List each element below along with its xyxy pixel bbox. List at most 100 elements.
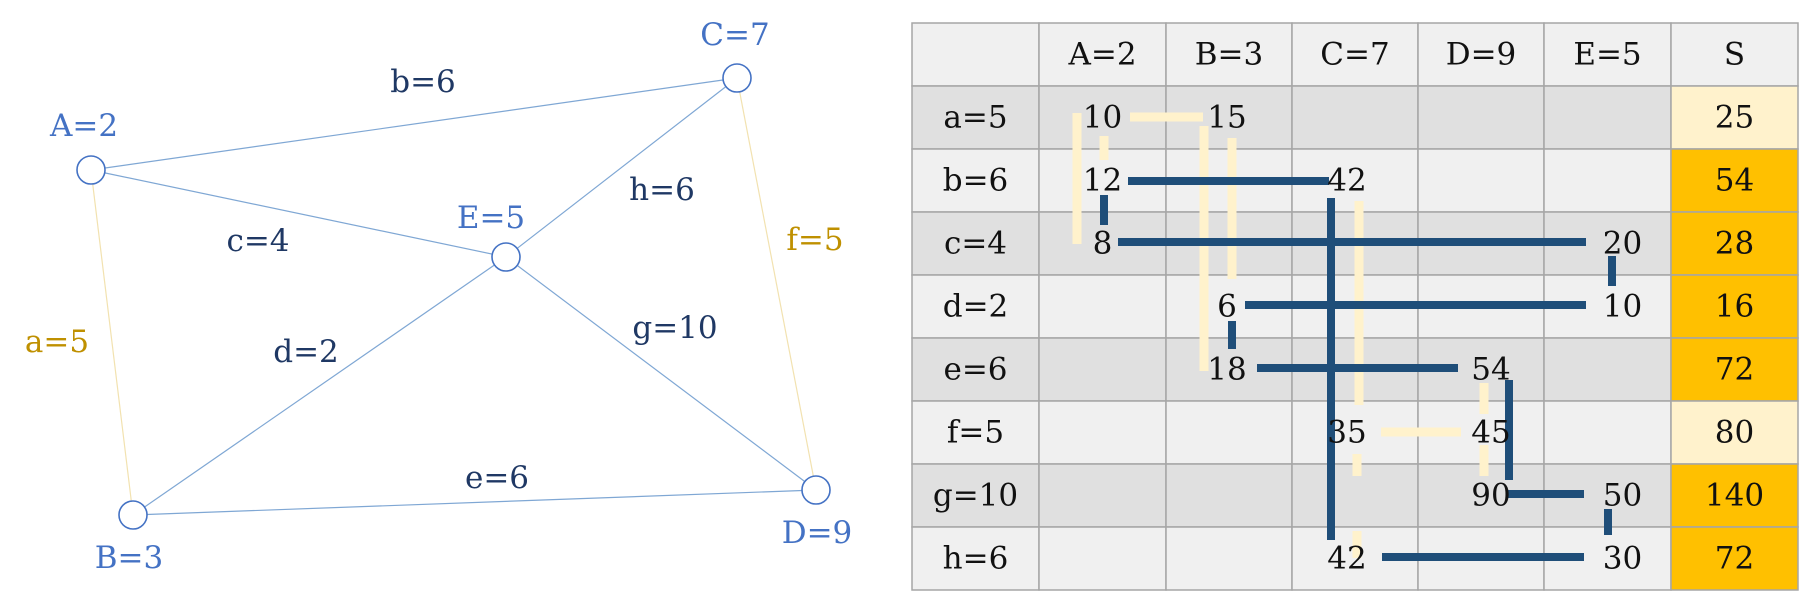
header-cell: [1543, 22, 1672, 87]
column-header: A=2: [1067, 37, 1136, 73]
table-cell: [1417, 85, 1545, 150]
row-label: g=10: [933, 478, 1018, 514]
node-C: [722, 63, 752, 93]
edge-label-f: f=5: [786, 222, 843, 258]
table-value: 42: [1327, 163, 1366, 199]
edge-f: [736, 77, 817, 491]
column-header: D=9: [1446, 37, 1517, 73]
edge-label-h: h=6: [629, 172, 695, 208]
row-label: f=5: [947, 415, 1004, 451]
graph-nodes: [76, 63, 831, 530]
table-cell: [1038, 274, 1167, 339]
table-cell: [1543, 148, 1672, 213]
node-label-C: C=7: [700, 17, 769, 53]
table-cell: [1543, 400, 1672, 465]
edge-label-d: d=2: [273, 334, 339, 370]
table-cell: [1670, 85, 1799, 150]
edge-e: [132, 489, 817, 516]
table-cell: [1543, 337, 1672, 402]
table-value: 8: [1093, 226, 1113, 262]
table-value: 10: [1603, 289, 1642, 325]
table-cell: [1038, 400, 1167, 465]
edge-a: [90, 169, 134, 516]
header-cell: [1670, 22, 1799, 87]
table-value: 6: [1217, 289, 1237, 325]
sum-header: S: [1724, 37, 1745, 73]
table-value: 12: [1083, 163, 1122, 199]
node-B: [118, 500, 148, 530]
table-value: 20: [1603, 226, 1642, 262]
table-value: 90: [1471, 478, 1510, 514]
table-cell: [1165, 400, 1293, 465]
node-E: [491, 242, 521, 272]
row-sum: 25: [1715, 100, 1754, 136]
row-label: a=5: [943, 100, 1007, 136]
row-sum: 72: [1715, 352, 1754, 388]
node-label-D: D=9: [782, 515, 853, 551]
table-cell: [1165, 463, 1293, 528]
edge-c: [90, 169, 507, 258]
edge-label-e: e=6: [465, 460, 529, 496]
table-cell: [1670, 463, 1799, 528]
table-value: 42: [1327, 541, 1366, 577]
table-cell: [1670, 274, 1799, 339]
table-text: A=2 B=3 C=7 D=9 E=5 Sa=5 10 15 25 b=6 12 42 54 c=4 8 20…: [933, 37, 1764, 577]
edge-d: [132, 256, 507, 516]
row-sum: 140: [1705, 478, 1764, 514]
edge-b: [90, 77, 738, 171]
column-header: B=3: [1195, 37, 1263, 73]
row-label: b=6: [943, 163, 1009, 199]
table-cell: [911, 463, 1040, 528]
table-cell: [1038, 463, 1167, 528]
table-cell: [911, 526, 1040, 591]
table-value: 50: [1603, 478, 1642, 514]
edge-label-g: g=10: [632, 310, 717, 346]
row-label: d=2: [943, 289, 1009, 325]
table-cell: [1038, 526, 1167, 591]
table-value: 30: [1603, 541, 1642, 577]
table-cell: [1165, 526, 1293, 591]
table-cell: [911, 211, 1040, 276]
node-A: [76, 155, 106, 185]
table-cell: [911, 337, 1040, 402]
row-sum: 72: [1715, 541, 1754, 577]
edge-label-c: c=4: [226, 223, 289, 259]
edge-label-b: b=6: [390, 64, 456, 100]
row-sum: 16: [1715, 289, 1754, 325]
node-label-B: B=3: [95, 540, 163, 576]
node-label-E: E=5: [457, 200, 525, 236]
table-cell: [1291, 85, 1419, 150]
column-header: C=7: [1320, 37, 1389, 73]
table-value: 10: [1083, 100, 1122, 136]
graph-node-labels: A=2B=3 C=7D=9 E=5: [49, 17, 852, 576]
table-value: 35: [1327, 415, 1366, 451]
table-value: 15: [1207, 100, 1246, 136]
table-value: 45: [1471, 415, 1510, 451]
row-sum: 54: [1715, 163, 1754, 199]
table-cell: [1670, 400, 1799, 465]
column-header: E=5: [1573, 37, 1641, 73]
table-connectors: [1072, 112, 1616, 561]
table-cell: [1543, 85, 1672, 150]
row-label: c=4: [944, 226, 1007, 262]
table-cell: [1670, 337, 1799, 402]
node-D: [801, 475, 831, 505]
table-cell: [1417, 148, 1545, 213]
table-cell: [1670, 148, 1799, 213]
edge-h: [505, 77, 738, 258]
table-value: 18: [1207, 352, 1246, 388]
graph-edge-labels: a=5 b=6 c=4 d=2 e=6 f=5 g=10 h=6: [25, 64, 844, 496]
row-label: h=6: [943, 541, 1009, 577]
table-cell: [1038, 337, 1167, 402]
row-label: e=6: [943, 352, 1007, 388]
node-label-A: A=2: [49, 108, 118, 144]
edge-label-a: a=5: [25, 324, 89, 360]
table-value: 54: [1471, 352, 1510, 388]
header-cell: [1165, 22, 1293, 87]
table-cell: [1670, 526, 1799, 591]
edge-g: [505, 256, 817, 491]
header-cell: [1038, 22, 1167, 87]
row-sum: 80: [1715, 415, 1754, 451]
header-cell: [911, 22, 1040, 87]
